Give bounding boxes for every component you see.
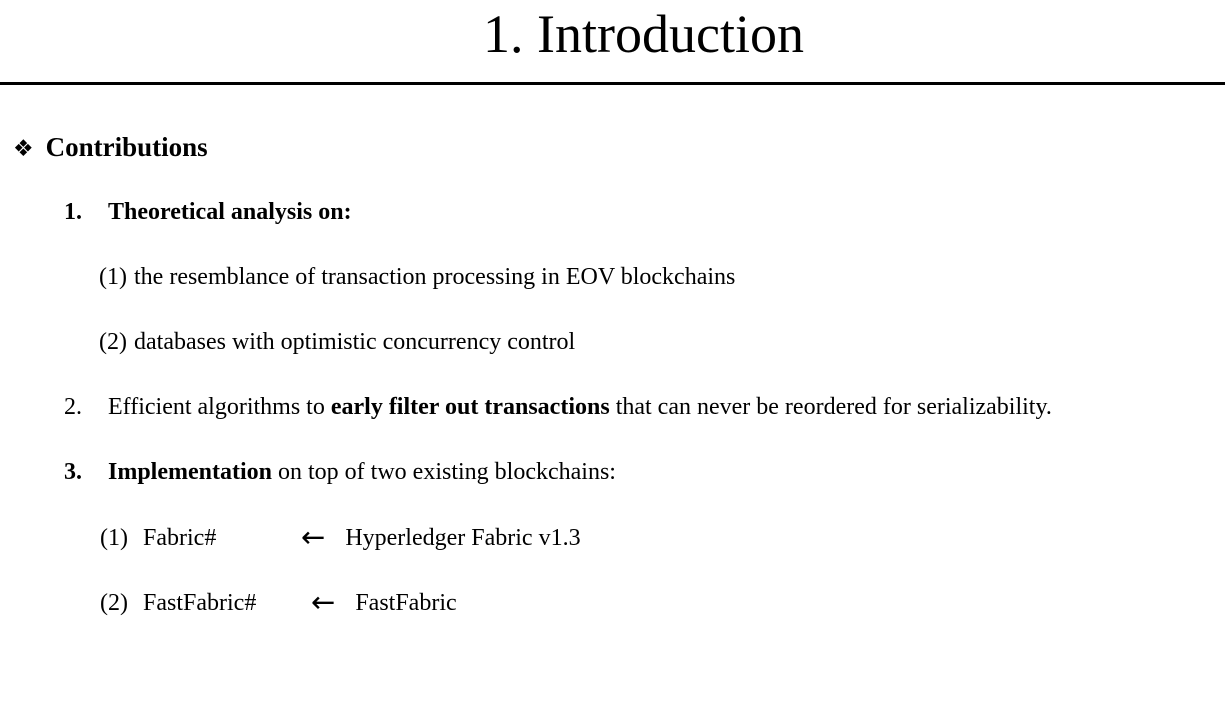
blockchain-source: FastFabric <box>355 590 457 616</box>
subitem-text: databases with optimistic concurrency co… <box>134 329 576 355</box>
list-subitem-fabric: (1) Fabric# ← Hyperledger Fabric v1.3 <box>0 505 1225 570</box>
slide-body: ❖ Contributions 1. Theoretical analysis on… <box>0 115 1225 635</box>
subitem-text: the resemblance of transaction processin… <box>134 264 736 290</box>
diamond-bullet-icon: ❖ <box>13 136 34 162</box>
list-subitem-databases: (2) databases with optimistic concurrency… <box>0 310 1225 375</box>
list-item-number: 2. <box>64 394 82 420</box>
list-item-text-after: on top of two existing blockchains: <box>272 459 616 485</box>
subitem-marker: (2) <box>100 590 128 616</box>
subitem-marker: (2) <box>99 329 127 355</box>
list-subitem-resemblance: (1) the resemblance of transaction proces… <box>0 245 1225 310</box>
list-item-text: Theoretical analysis on: <box>108 199 352 225</box>
list-item-implementation: 3. Implementation on top of two existing … <box>0 440 1225 505</box>
list-item-text-bold: Implementation <box>108 459 272 485</box>
subitem-marker: (1) <box>100 525 128 551</box>
blockchain-name: FastFabric# <box>143 590 257 616</box>
list-item-number: 1. <box>64 199 82 225</box>
list-item-theoretical: 1. Theoretical analysis on: <box>0 180 1225 245</box>
list-subitem-fastfabric: (2) FastFabric# ← FastFabric <box>0 570 1225 635</box>
blockchain-source: Hyperledger Fabric v1.3 <box>345 525 581 551</box>
list-item-text-before: Efficient algorithms to <box>108 394 331 420</box>
left-arrow-icon: ← <box>301 520 326 554</box>
list-item-number: 3. <box>64 459 82 485</box>
list-item-text-after: that can never be reordered for serializ… <box>609 394 1052 420</box>
contributions-heading: ❖ Contributions <box>0 115 1225 180</box>
subitem-marker: (1) <box>99 264 127 290</box>
blockchain-name: Fabric# <box>143 525 217 551</box>
list-item-text-bold: early filter out transactions <box>330 394 610 420</box>
left-arrow-icon: ← <box>311 585 336 619</box>
slide-title: 1. Introduction <box>483 4 804 64</box>
list-item-algorithms: 2. Efficient algorithms to early filter o… <box>0 375 1225 440</box>
contributions-heading-label: Contributions <box>45 132 208 162</box>
slide-header: 1. Introduction <box>0 0 1225 85</box>
